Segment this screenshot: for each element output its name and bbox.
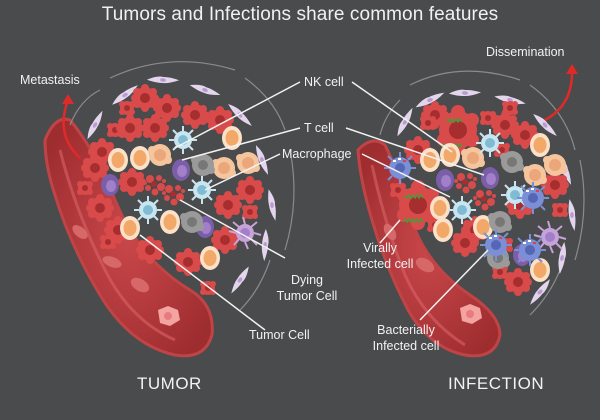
label-macrophage: Macrophage	[282, 147, 352, 161]
label-dying-tumor-cell: Dying Tumor Cell	[272, 272, 342, 304]
infection-panel	[345, 64, 585, 358]
label-bacterially-infected-cell: Bacterially Infected cell	[366, 322, 446, 354]
label-virally-line2: Infected cell	[346, 257, 414, 271]
label-bacterially-line2: Infected cell	[372, 339, 440, 353]
label-virally-line1: Virally	[363, 241, 397, 255]
label-dying-line2: Tumor Cell	[276, 289, 338, 303]
section-label-infection: INFECTION	[448, 374, 545, 393]
label-dying-line1: Dying	[291, 273, 323, 287]
tumor-panel	[43, 61, 301, 358]
label-bacterially-line1: Bacterially	[377, 323, 435, 337]
label-dissemination: Dissemination	[486, 45, 565, 59]
diagram-title: Tumors and Infections share common featu…	[101, 4, 499, 25]
label-tumor-cell: Tumor Cell	[249, 328, 310, 342]
label-t-cell: T cell	[304, 121, 334, 135]
label-metastasis: Metastasis	[20, 73, 80, 87]
label-virally-infected-cell: Virally Infected cell	[340, 240, 420, 272]
section-label-tumor: TUMOR	[137, 374, 202, 393]
label-nk-cell: NK cell	[304, 75, 344, 89]
